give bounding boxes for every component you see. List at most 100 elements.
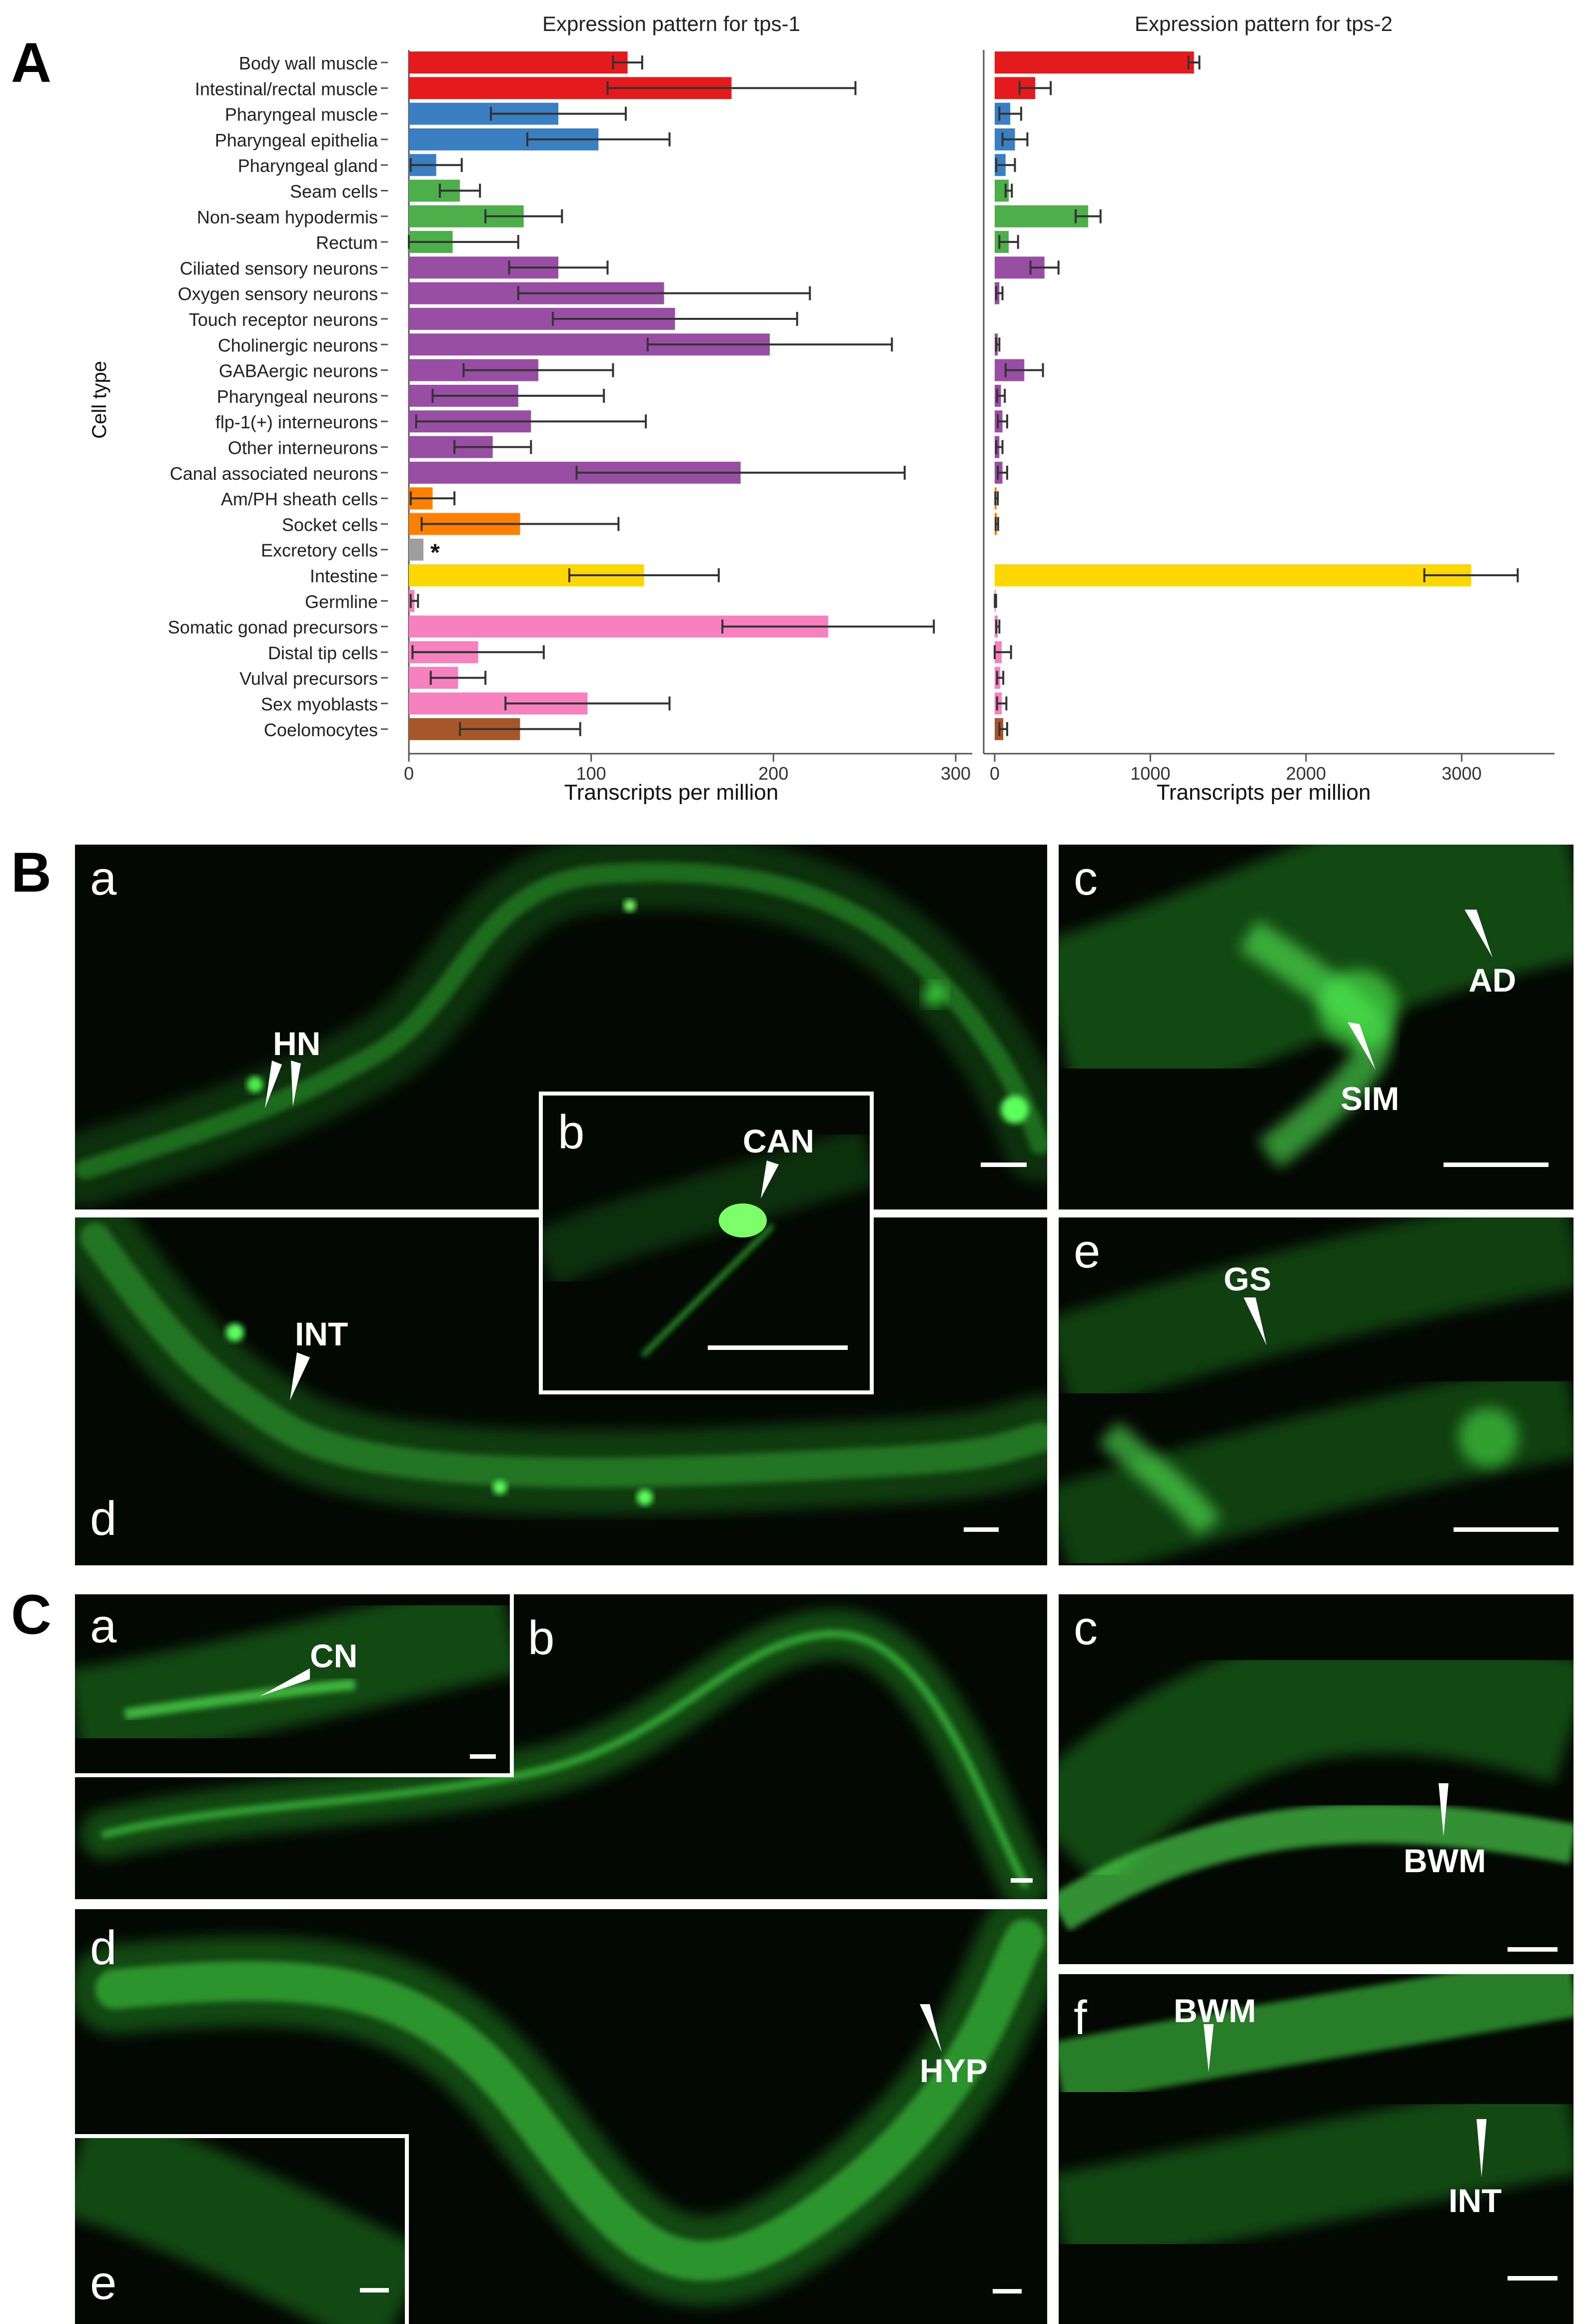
arrowhead-icon	[1439, 1783, 1449, 1836]
arrowhead-icon	[1348, 1022, 1376, 1070]
arrowhead-icon	[1204, 2024, 1214, 2072]
category-label: Vulval precursors	[239, 668, 378, 689]
scale-bar	[1508, 2276, 1558, 2281]
category-label: Cholinergic neurons	[218, 335, 378, 355]
chart-title: Expression pattern for tps-1	[542, 12, 800, 35]
subpanel-letter: f	[1074, 1991, 1087, 2045]
panel-label-c: C	[11, 1583, 51, 1646]
category-label: flp-1(+) interneurons	[215, 412, 378, 432]
micrograph-b-e: e GS	[1059, 1217, 1574, 1565]
x-tick-label: 2000	[1286, 763, 1326, 784]
x-tick-label: 100	[576, 763, 606, 784]
arrowhead-icon	[1477, 2119, 1487, 2177]
category-label: Oxygen sensory neurons	[178, 284, 378, 304]
tissue-image	[1059, 845, 1574, 1168]
scale-bar	[1454, 1527, 1559, 1532]
category-label: Germline	[305, 591, 378, 612]
micrograph-c-a: a CN	[71, 1590, 514, 1777]
bar	[995, 564, 1471, 586]
label-hn: HN	[273, 1025, 321, 1062]
category-label: Excretory cells	[261, 540, 378, 561]
scale-bar	[993, 2289, 1022, 2294]
worm-image	[80, 1609, 1047, 1899]
head-image	[75, 2138, 405, 2324]
category-label: Socket cells	[282, 514, 378, 535]
y-axis-label: Cell type	[88, 361, 110, 439]
scale-bar	[360, 2288, 389, 2293]
category-label: Rectum	[316, 232, 378, 253]
category-label: Somatic gonad precursors	[168, 617, 378, 638]
category-label: Seam cells	[290, 181, 378, 202]
category-label: GABAergic neurons	[219, 361, 378, 381]
subpanel-letter: d	[90, 1921, 117, 1975]
tissue-image	[1059, 1974, 1574, 2274]
subpanel-letter: c	[1074, 852, 1098, 905]
x-tick-label: 200	[758, 763, 788, 784]
worm-image	[75, 1217, 1047, 1515]
arrowhead-icon	[260, 1668, 310, 1696]
label-ad: AD	[1469, 962, 1517, 999]
label-bwm: BWM	[1404, 1842, 1486, 1879]
tissue-image	[1059, 1628, 1574, 1931]
scale-bar	[1444, 1162, 1549, 1167]
subpanel-letter: e	[1074, 1224, 1101, 1278]
x-axis-label: Transcripts per million	[1157, 780, 1371, 805]
x-axis-label: Transcripts per million	[564, 780, 779, 805]
category-label: Coelomocytes	[264, 720, 378, 740]
micrograph-c-c: c BWM	[1059, 1594, 1574, 1964]
micrograph-b-c: c AD SIM	[1059, 845, 1574, 1209]
micrograph-b-b: b CAN	[539, 1092, 874, 1394]
arrowhead-icon	[1465, 910, 1493, 958]
scale-bar	[964, 1527, 999, 1532]
x-tick-label: 1000	[1130, 763, 1170, 784]
arrowhead-icon	[265, 1061, 301, 1109]
worm-image	[75, 845, 1047, 1207]
micrograph-b-d: d INT	[75, 1217, 1047, 1565]
category-label: Pharyngeal neurons	[217, 386, 378, 407]
label-cn: CN	[310, 1637, 358, 1674]
category-label: Other interneurons	[228, 438, 378, 458]
label-can: CAN	[743, 1123, 814, 1160]
micrograph-c-f: f BWM INT	[1059, 1974, 1574, 2324]
category-label: Am/PH sheath cells	[221, 489, 378, 509]
category-label: Sex myoblasts	[261, 694, 378, 715]
scale-bar	[981, 1162, 1027, 1167]
scale-bar	[708, 1345, 848, 1350]
x-tick-label: 0	[404, 763, 414, 784]
bar	[409, 538, 424, 561]
arrowhead-icon	[1244, 1297, 1267, 1345]
x-tick-label: 300	[941, 763, 971, 784]
category-label: Ciliated sensory neurons	[180, 258, 378, 278]
micrograph-c-e: e	[71, 2134, 409, 2324]
panel-label-b: B	[11, 841, 51, 904]
x-tick-label: 3000	[1442, 763, 1482, 784]
category-label: Distal tip cells	[268, 643, 378, 663]
category-label: Body wall muscle	[239, 53, 378, 73]
bar	[995, 205, 1088, 227]
label-int: INT	[1449, 2182, 1502, 2219]
subpanel-letter: c	[1074, 1601, 1098, 1655]
label-bwm: BWM	[1174, 1992, 1256, 2029]
chart-title: Expression pattern for tps-2	[1135, 12, 1393, 35]
subpanel-letter: a	[90, 852, 117, 905]
subpanel-letter: b	[528, 1611, 555, 1665]
category-label: Pharyngeal epithelia	[215, 130, 378, 150]
neuron-image	[543, 1127, 870, 1357]
subpanel-letter: d	[90, 1492, 117, 1545]
chart-tps1: Expression pattern for tps-1 Body wall m…	[88, 12, 972, 805]
head-image	[75, 1594, 510, 1769]
category-label: Intestine	[310, 566, 378, 586]
label-gs: GS	[1224, 1260, 1272, 1297]
category-label: Touch receptor neurons	[189, 309, 378, 330]
bar	[409, 51, 628, 73]
tissue-image	[1059, 1217, 1574, 1565]
category-label: Canal associated neurons	[170, 463, 378, 484]
subpanel-letter: b	[558, 1106, 585, 1159]
label-hyp: HYP	[920, 2052, 988, 2089]
arrowhead-icon	[920, 2004, 942, 2052]
worm-image	[75, 1909, 1047, 2306]
micrograph-c-d: d HYP	[75, 1909, 1047, 2324]
category-label: Non-seam hypodermis	[197, 207, 378, 227]
